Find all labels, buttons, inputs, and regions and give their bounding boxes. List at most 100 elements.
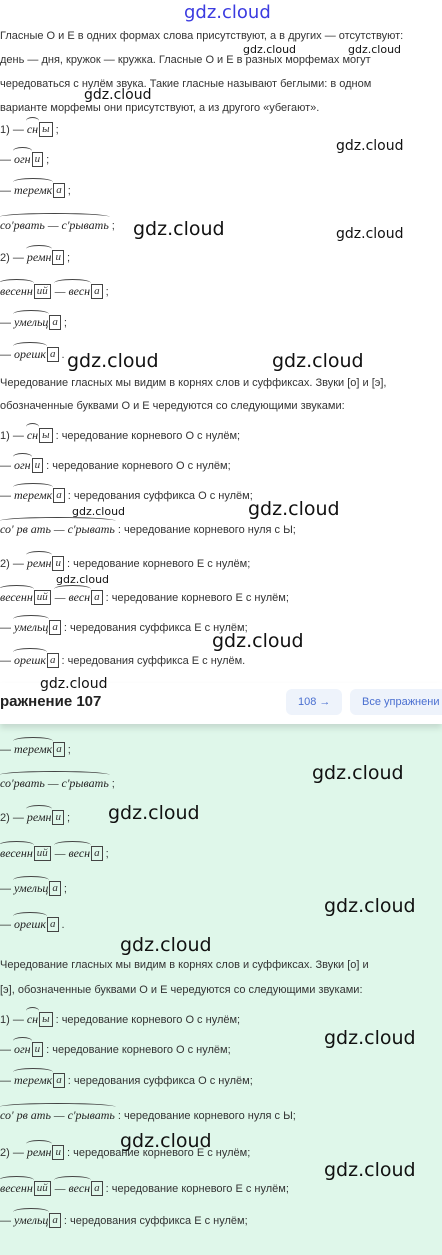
example-root: умельц — [12, 310, 50, 329]
example-prefix: — — [0, 153, 11, 166]
example-ending: ий — [33, 590, 51, 605]
example-row: со'рвать — с'рывать ; — [0, 213, 115, 233]
example-note: ; — [63, 316, 67, 329]
example-ending: и — [31, 458, 44, 473]
example-ending: ы — [39, 1012, 53, 1027]
example-root: умельц — [12, 615, 50, 634]
next-exercise-button[interactable]: 108 → — [286, 689, 343, 715]
example-note: : чередование корневого О с нулём; — [55, 1013, 241, 1026]
example-root: ремн — [25, 1140, 53, 1159]
example-root: — весн — [53, 585, 92, 604]
example-root: теремк — [12, 737, 54, 756]
watermark: gdz.cloud — [348, 43, 402, 56]
example-root: теремк — [12, 178, 54, 197]
example-ending: и — [52, 556, 64, 571]
watermark: gdz.cloud — [108, 802, 200, 824]
example-ending: и — [31, 1042, 44, 1057]
watermark: gdz.cloud — [336, 226, 404, 242]
example-root: огн — [13, 453, 32, 472]
example-root: — весн — [53, 279, 92, 298]
example-prefix: — — [0, 459, 11, 472]
example-root: умельц — [12, 876, 50, 895]
example-note: ; — [105, 285, 109, 298]
intro-line: день — дня, кружок — кружка. Гласные О и… — [0, 54, 371, 66]
example-ending: а — [53, 488, 65, 503]
all-exercises-button[interactable]: Все упражнени — [350, 689, 442, 715]
example-ending: а — [53, 742, 65, 757]
example-note: ; — [67, 743, 71, 756]
example-ending: а — [49, 620, 61, 635]
example-prefix: 1) — — [0, 123, 24, 136]
watermark: gdz.cloud — [56, 573, 110, 586]
example-ending: а — [91, 590, 103, 605]
example-ending: а — [47, 653, 59, 668]
example-root: ремн — [25, 245, 53, 264]
example-prefix: — — [0, 882, 11, 895]
example-prefix: — — [0, 1043, 11, 1056]
example-row: со' рв ать — с'рывать : чередование корн… — [0, 1103, 296, 1123]
example-ending: ий — [33, 284, 51, 299]
example-root: весенн — [0, 841, 34, 860]
example-ending: а — [49, 1213, 61, 1228]
example-note: : чередование корневого нуля с Ы; — [117, 1109, 296, 1122]
example-root: сн — [25, 423, 40, 442]
watermark: gdz.cloud — [72, 505, 126, 518]
example-root: весенн — [0, 585, 34, 604]
example-note: : чередования суффикса Е с нулём; — [63, 1214, 248, 1227]
example-prefix: — — [0, 316, 11, 329]
example-root: со' рв ать — с'рывать — [0, 1103, 116, 1122]
example-prefix: 2) — — [0, 251, 24, 264]
example-root: — весн — [53, 841, 92, 860]
example-prefix: — — [0, 918, 11, 931]
example-root: орешк — [13, 342, 47, 361]
example-prefix: 2) — — [0, 557, 24, 570]
example-root: ремн — [25, 551, 53, 570]
example-note: . — [61, 348, 65, 361]
example-note: . — [61, 918, 65, 931]
example-root: сн — [25, 117, 40, 136]
example-note: : чередование корневого Е с нулём; — [66, 557, 251, 570]
watermark: gdz.cloud — [336, 138, 404, 154]
example-root: весенн — [0, 1176, 34, 1195]
example-note: ; — [111, 777, 115, 790]
example-ending: а — [53, 183, 65, 198]
example-ending: а — [49, 881, 61, 896]
example-prefix: — — [0, 184, 11, 197]
example-root: со'рвать — с'рывать — [0, 213, 110, 232]
middle-line: обозначенные буквами О и Е чередуются со… — [0, 400, 345, 412]
example-note: : чередование корневого нуля с Ы; — [117, 523, 296, 536]
example-root: ремн — [25, 805, 53, 824]
example-root: умельц — [12, 1208, 50, 1227]
example-note: : чередования суффикса Е с нулём; — [63, 621, 248, 634]
example-row: со'рвать — с'рывать ; — [0, 771, 115, 791]
example-note: : чередование корневого О с нулём; — [46, 1043, 231, 1056]
watermark: gdz.cloud — [324, 1159, 416, 1181]
intro-line: варианте морфемы они присутствуют, а из … — [0, 102, 320, 114]
example-note: : чередования суффикса О с нулём; — [67, 1074, 253, 1087]
example-prefix: — — [0, 743, 11, 756]
middle-line: Чередование гласных мы видим в корнях сл… — [0, 377, 387, 389]
example-ending: а — [53, 1073, 65, 1088]
watermark: gdz.cloud — [248, 498, 340, 520]
example-root: орешк — [13, 648, 47, 667]
example-ending: и — [52, 250, 64, 265]
watermark: gdz.cloud — [272, 350, 364, 372]
example-ending: и — [31, 152, 44, 167]
example-note: : чередование корневого О с нулём; — [46, 459, 231, 472]
